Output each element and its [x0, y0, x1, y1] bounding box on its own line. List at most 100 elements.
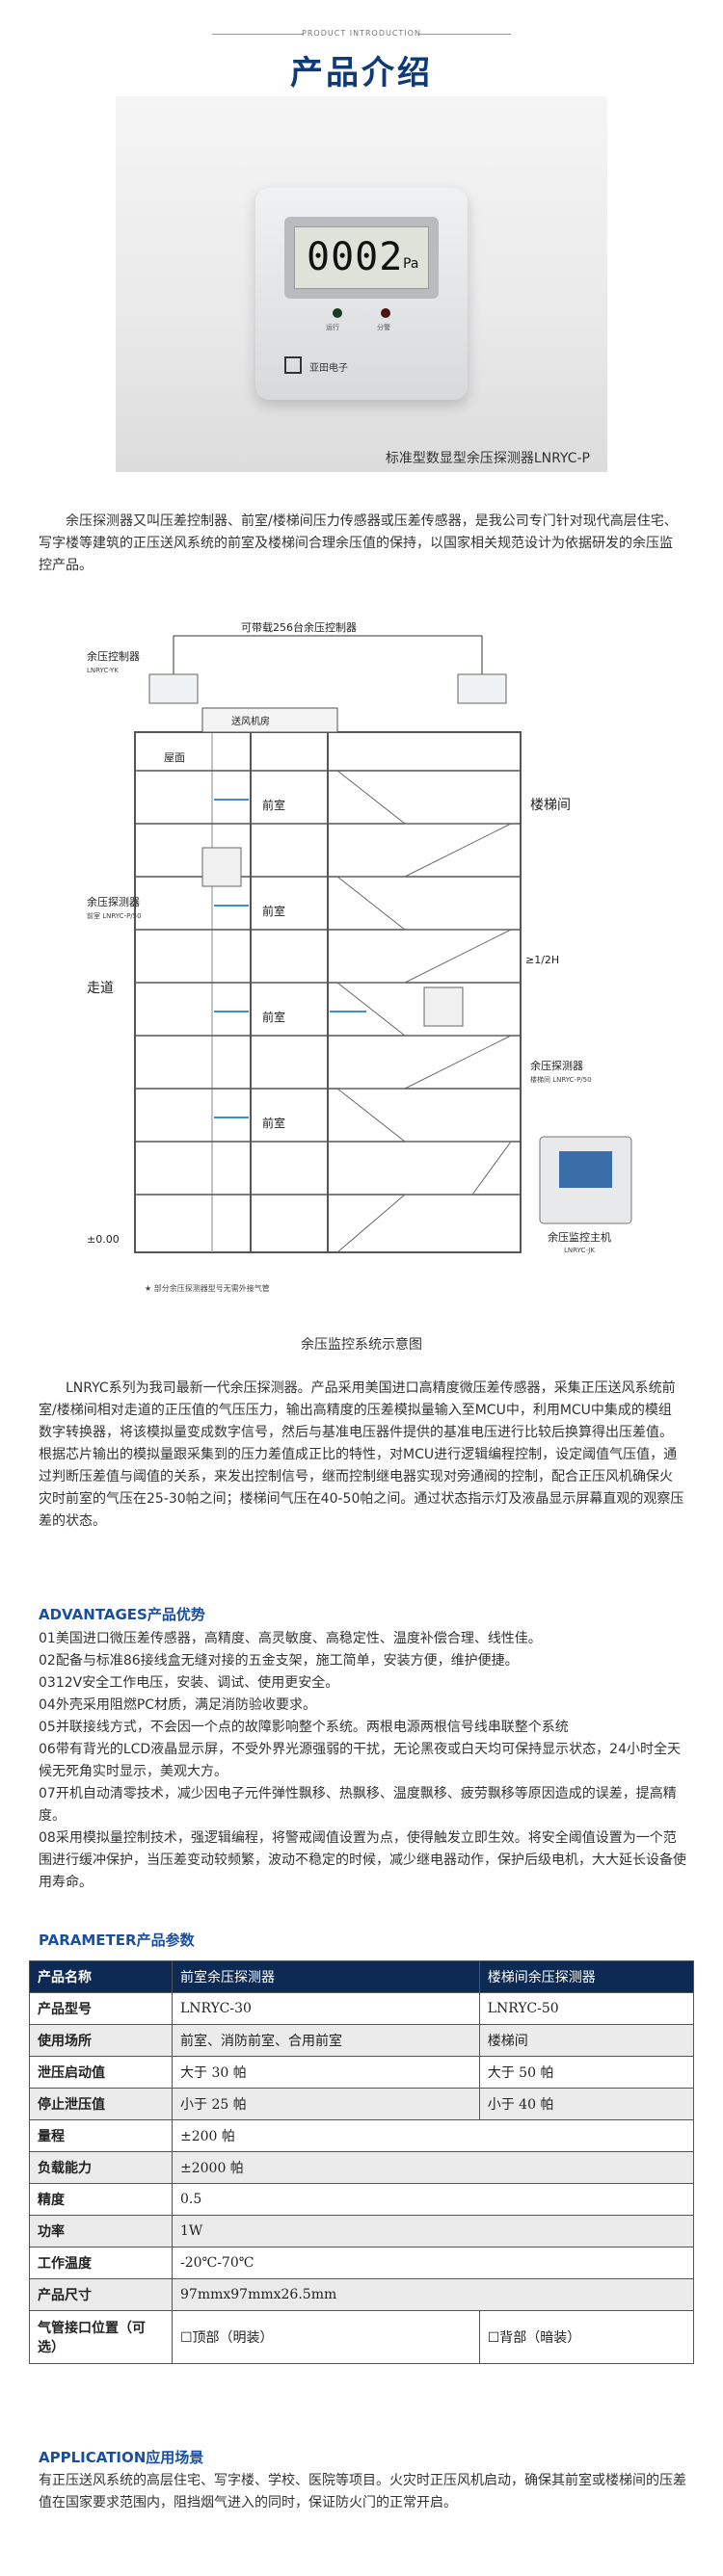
controller-right-icon — [457, 673, 507, 704]
table-row: 产品名称 前室余压探测器 楼梯间余压探测器 — [29, 1960, 695, 1993]
table-cell: LNRYC-50 — [478, 1992, 695, 2025]
advantage-item: 05并联接线方式，不会因一个点的故障影响整个系统。两根电源两根信号线串联整个系统 — [39, 1720, 569, 1735]
table-cell: 产品尺寸 — [29, 2278, 173, 2311]
table-cell: -20℃-70℃ — [172, 2247, 694, 2279]
table-cell: 工作温度 — [29, 2247, 173, 2279]
table-row: 使用场所 前室、消防前室、合用前室 楼梯间 — [29, 2024, 695, 2057]
brand-name: 亚田电子 — [309, 363, 348, 374]
advantage-item: 07开机自动清零技术，减少因电子元件弹性飘移、热飘移、温度飘移、疲劳飘移等原因造… — [39, 1786, 677, 1824]
lcd-value: 0002 — [307, 235, 404, 279]
fan-room-label: 送风机房 — [231, 715, 270, 727]
table-row: 负载能力 ±2000 帕 — [29, 2151, 694, 2184]
host-label: 余压监控主机 — [548, 1230, 611, 1244]
table-cell: 0.5 — [172, 2183, 694, 2216]
table-row: 产品型号 LNRYC-30 LNRYC-50 — [29, 1992, 695, 2025]
system-diagram: 可带载256台余压控制器 余压控制器 LNRYC-YK 送风机房 — [87, 617, 636, 1310]
divider-right — [419, 34, 511, 35]
lcd-frame: 0002 Pa — [284, 217, 439, 299]
alarm-led-icon — [381, 308, 390, 318]
controller-model: LNRYC-YK — [87, 667, 119, 674]
table-cell: ☐背部（暗装） — [478, 2310, 695, 2364]
table-cell: 前室、消防前室、合用前室 — [172, 2024, 480, 2057]
advantage-item: 04外壳采用阻燃PC材质，满足消防验收要求。 — [39, 1697, 317, 1713]
table-row: 量程 ±200 帕 — [29, 2119, 694, 2152]
diagram-svg: 可带载256台余压控制器 余压控制器 LNRYC-YK 送风机房 — [87, 620, 632, 1293]
parameter-title: PARAMETER产品参数 — [39, 1932, 195, 1949]
table-cell: 功率 — [29, 2215, 173, 2247]
table-cell: 1W — [172, 2215, 694, 2247]
front-room-label-3: 前室 — [262, 1010, 285, 1024]
detector-model: 前室 LNRYC-P/50 — [87, 911, 142, 920]
table-cell: 大于 50 帕 — [478, 2056, 695, 2089]
front-room-label-2: 前室 — [262, 904, 285, 918]
detector-icon-front — [201, 847, 242, 887]
lcd-display: 0002 Pa — [294, 226, 429, 289]
corridor-label: 走道 — [87, 981, 114, 996]
table-cell: 气管接口位置（可选） — [29, 2310, 173, 2364]
run-led-label: 运行 — [326, 324, 339, 331]
roof-label: 屋面 — [164, 751, 185, 764]
header-cn-title: 产品介绍 — [290, 54, 433, 92]
controller-left-icon — [148, 673, 199, 704]
table-cell: 负载能力 — [29, 2151, 173, 2184]
stairwell-label: 楼梯间 — [530, 798, 571, 813]
detector-label: 余压探测器 — [87, 895, 140, 908]
diagram-top-label: 可带载256台余压控制器 — [241, 620, 357, 634]
detector-model-2: 楼梯间 LNRYC-P/50 — [530, 1075, 592, 1084]
table-row: 功率 1W — [29, 2215, 694, 2247]
table-row: 产品尺寸 97mmx97mmx26.5mm — [29, 2278, 694, 2311]
detector-device: 0002 Pa 运行 分警 亚田电子 — [255, 188, 468, 400]
elevation-label: ±0.00 — [87, 1233, 120, 1246]
run-led-icon — [333, 308, 342, 318]
table-cell: 楼梯间 — [478, 2024, 695, 2057]
table-row: 停止泄压值 小于 25 帕 小于 40 帕 — [29, 2088, 695, 2120]
advantage-item: 06带有背光的LCD液晶显示屏，不受外界光源强弱的干扰，无论黑夜或白天均可保持显… — [39, 1742, 681, 1779]
table-cell: 精度 — [29, 2183, 173, 2216]
application-text: 有正压送风系统的高层住宅、写字楼、学校、医院等项目。火灾时正压风机启动，确保其前… — [39, 2473, 686, 2510]
advantage-item: 02配备与标准86接线盒无缝对接的五金支架，施工简单，安装方便，维护便捷。 — [39, 1653, 519, 1669]
section-header: PRODUCT INTRODUCTION 产品介绍 — [0, 0, 723, 96]
divider-left — [212, 34, 304, 35]
advantage-item: 08采用模拟量控制技术，强逻辑编程，将警戒阈值设置为点，使得触发立即生效。将安全… — [39, 1830, 686, 1890]
controller-label: 余压控制器 — [87, 649, 140, 663]
front-room-label-4: 前室 — [262, 1116, 285, 1130]
application-title: APPLICATION应用场景 — [39, 2449, 204, 2466]
alarm-led-label: 分警 — [377, 324, 390, 331]
intro-paragraph: 余压探测器又叫压差控制器、前室/楼梯间压力传感器或压差传感器，是我公司专门针对现… — [39, 513, 678, 573]
diagram-footnote: ★ 部分余压探测器型号无需外接气管 — [145, 1283, 270, 1293]
table-cell: 产品型号 — [29, 1992, 173, 2025]
table-cell: 小于 40 帕 — [478, 2088, 695, 2120]
table-cell: 大于 30 帕 — [172, 2056, 480, 2089]
header-en-title: PRODUCT INTRODUCTION — [302, 29, 421, 38]
diagram-caption: 余压监控系统示意图 — [301, 1337, 422, 1353]
table-cell: LNRYC-30 — [172, 1992, 480, 2025]
table-cell: 97mmx97mmx26.5mm — [172, 2278, 694, 2311]
table-row: 精度 0.5 — [29, 2183, 694, 2216]
table-row: 泄压启动值 大于 30 帕 大于 50 帕 — [29, 2056, 695, 2089]
table-cell: ☐顶部（明装） — [172, 2310, 480, 2364]
table-cell: 前室余压探测器 — [172, 1960, 480, 1993]
table-cell: 小于 25 帕 — [172, 2088, 480, 2120]
description-paragraph: LNRYC系列为我司最新一代余压探测器。产品采用美国进口高精度微压差传感器，采集… — [39, 1380, 684, 1529]
table-cell: ±200 帕 — [172, 2119, 694, 2152]
front-room-label: 前室 — [262, 798, 285, 812]
advantage-item: 0312V安全工作电压，安装、调试、使用更安全。 — [39, 1675, 339, 1691]
table-cell: 使用场所 — [29, 2024, 173, 2057]
table-row: 气管接口位置（可选） ☐顶部（明装） ☐背部（暗装） — [29, 2310, 695, 2364]
table-cell: 量程 — [29, 2119, 173, 2152]
host-model: LNRYC-JK — [564, 1247, 595, 1254]
parameter-table: 产品名称 前室余压探测器 楼梯间余压探测器 产品型号 LNRYC-30 LNRY… — [29, 1960, 695, 2364]
table-cell: 楼梯间余压探测器 — [478, 1960, 695, 1993]
height-note: ≥1/2H — [525, 954, 559, 966]
product-caption: 标准型数显型余压探测器LNRYC-P — [385, 451, 590, 466]
table-row: 工作温度 -20℃-70℃ — [29, 2247, 694, 2279]
advantages-list: 01美国进口微压差传感器，高精度、高灵敏度、高稳定性、温度补偿合理、线性佳。 0… — [39, 1628, 689, 1894]
detector-icon-stair — [423, 986, 464, 1027]
advantages-title: ADVANTAGES产品优势 — [39, 1606, 205, 1623]
table-cell: 泄压启动值 — [29, 2056, 173, 2089]
lcd-unit: Pa — [403, 256, 419, 272]
product-photo: 0002 Pa 运行 分警 亚田电子 标准型数显型余压探测器LNRYC-P — [116, 96, 607, 472]
brand-logo-icon — [284, 356, 302, 374]
table-cell: 产品名称 — [29, 1960, 173, 1993]
advantage-item: 01美国进口微压差传感器，高精度、高灵敏度、高稳定性、温度补偿合理、线性佳。 — [39, 1631, 542, 1646]
